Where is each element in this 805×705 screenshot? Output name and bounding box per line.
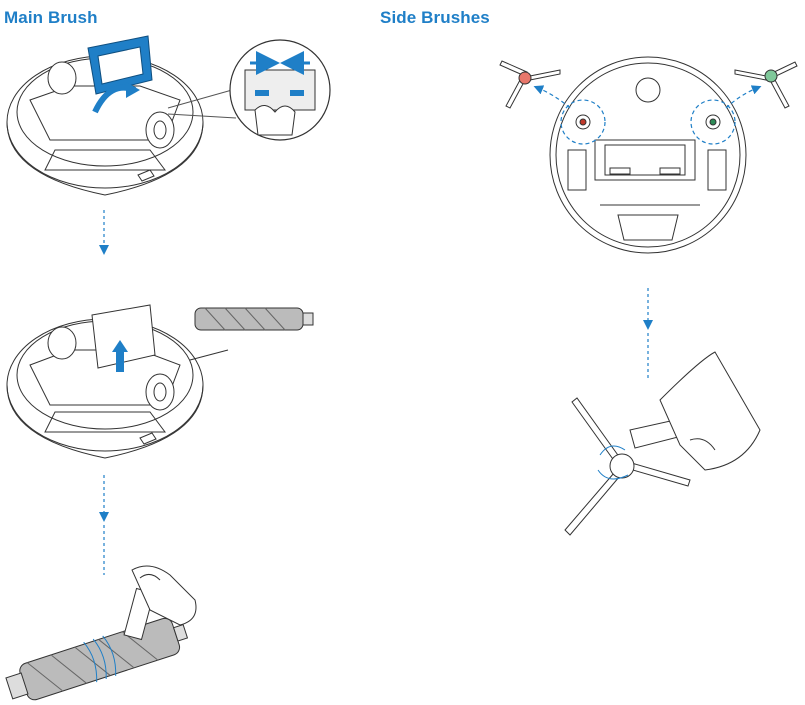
side-brushes-heading: Side Brushes	[380, 8, 490, 27]
main-brush-heading: Main Brush	[4, 8, 98, 27]
latch-detail-inset	[167, 39, 331, 141]
down-arrow-icon	[99, 475, 109, 575]
down-arrow-icon	[99, 210, 109, 255]
robot-vacuum-step2-illustration	[6, 304, 229, 459]
side-brush-right-icon	[734, 61, 798, 109]
brush-cover-lid	[87, 35, 153, 95]
main-brush-cleaning-illustration	[5, 565, 197, 701]
robot-vacuum-step1-illustration	[6, 55, 204, 196]
side-brush-locator-circles	[533, 85, 762, 145]
down-arrow-icon	[643, 288, 653, 380]
side-brush-left-icon	[499, 60, 561, 109]
side-brush-cleaning-illustration	[564, 351, 761, 536]
robot-vacuum-bottom-illustration	[549, 56, 747, 254]
main-brush-roller	[194, 307, 314, 331]
